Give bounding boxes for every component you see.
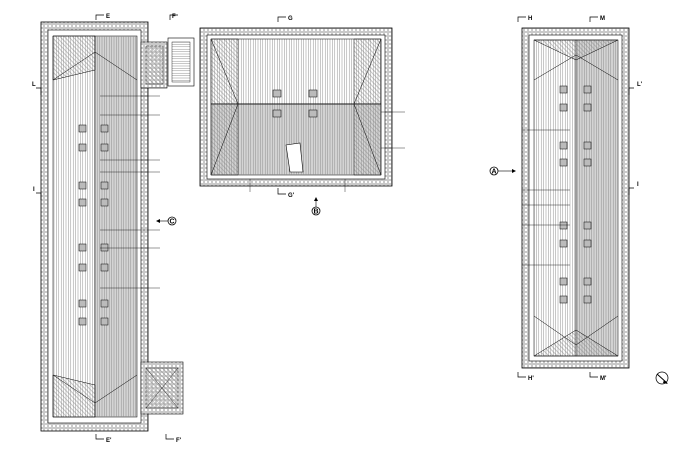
left-building-roof xyxy=(40,21,195,432)
section-label-i-left: I xyxy=(33,187,35,193)
north-arrow-icon xyxy=(655,371,669,385)
section-label-i-right: I xyxy=(637,182,639,188)
marker-b: B xyxy=(311,197,321,216)
marker-a-label: A xyxy=(491,169,496,176)
section-label-l-prime: L' xyxy=(637,82,643,88)
section-label-l: L xyxy=(32,82,36,88)
section-marks xyxy=(36,14,634,440)
section-label-f: F xyxy=(172,14,176,20)
section-label-f-prime: F' xyxy=(176,438,182,444)
section-label-e-prime: E' xyxy=(106,438,112,444)
section-label-h: H xyxy=(528,16,532,22)
marker-a: A xyxy=(489,166,516,176)
section-label-m-prime: M' xyxy=(600,376,607,382)
section-label-m: M xyxy=(600,16,605,22)
section-label-g-prime: G' xyxy=(288,193,295,199)
section-label-h-prime: H' xyxy=(528,376,534,382)
section-label-e: E xyxy=(106,14,110,20)
section-label-g: G xyxy=(288,16,293,22)
marker-c-label: C xyxy=(169,219,174,226)
right-building-roof xyxy=(521,27,630,369)
middle-building-roof xyxy=(199,27,405,192)
marker-c: C xyxy=(156,216,177,226)
marker-b-label: B xyxy=(313,209,318,216)
